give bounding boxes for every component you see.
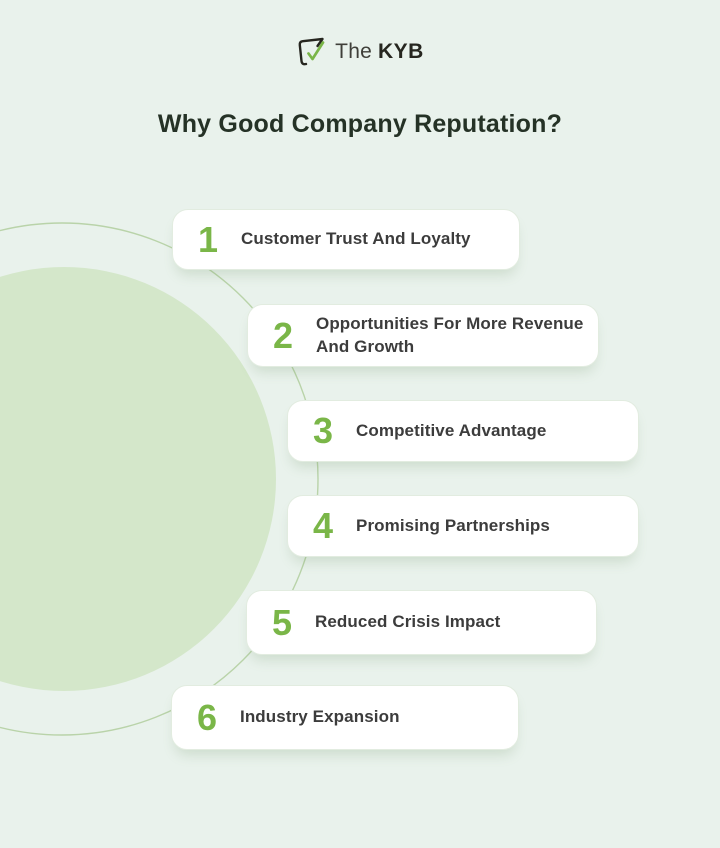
card-label: Customer Trust And Loyalty xyxy=(241,229,471,249)
card-label: Opportunities For More Revenue And Growt… xyxy=(316,314,584,356)
logo-prefix: The xyxy=(335,39,372,63)
reason-card-3: 3 Competitive Advantage xyxy=(287,400,639,462)
card-number: 2 xyxy=(272,314,294,356)
card-number: 5 xyxy=(271,601,293,643)
card-number: 3 xyxy=(312,410,334,451)
logo-brand: KYB xyxy=(377,39,424,63)
reason-card-4: 4 Promising Partnerships xyxy=(287,495,639,557)
page-title: Why Good Company Reputation? xyxy=(157,110,563,138)
card-label: Reduced Crisis Impact xyxy=(315,612,501,632)
card-label: Promising Partnerships xyxy=(356,515,550,535)
logo: The KYB xyxy=(0,36,720,67)
shield-check-icon xyxy=(298,37,325,66)
card-number: 4 xyxy=(312,505,334,546)
card-number: 1 xyxy=(197,218,219,260)
card-number: 6 xyxy=(196,696,218,738)
big-filled-circle xyxy=(0,267,276,691)
reason-card-6: 6 Industry Expansion xyxy=(171,685,519,750)
card-label: Industry Expansion xyxy=(240,707,400,727)
reason-card-2: 2 Opportunities For More Revenue And Gro… xyxy=(247,304,599,367)
reason-card-1: 1 Customer Trust And Loyalty xyxy=(172,209,520,270)
card-label: Competitive Advantage xyxy=(356,420,547,440)
reason-card-5: 5 Reduced Crisis Impact xyxy=(246,590,597,655)
logo-text: The KYB xyxy=(335,40,424,64)
connector-arc-circle xyxy=(0,222,319,736)
